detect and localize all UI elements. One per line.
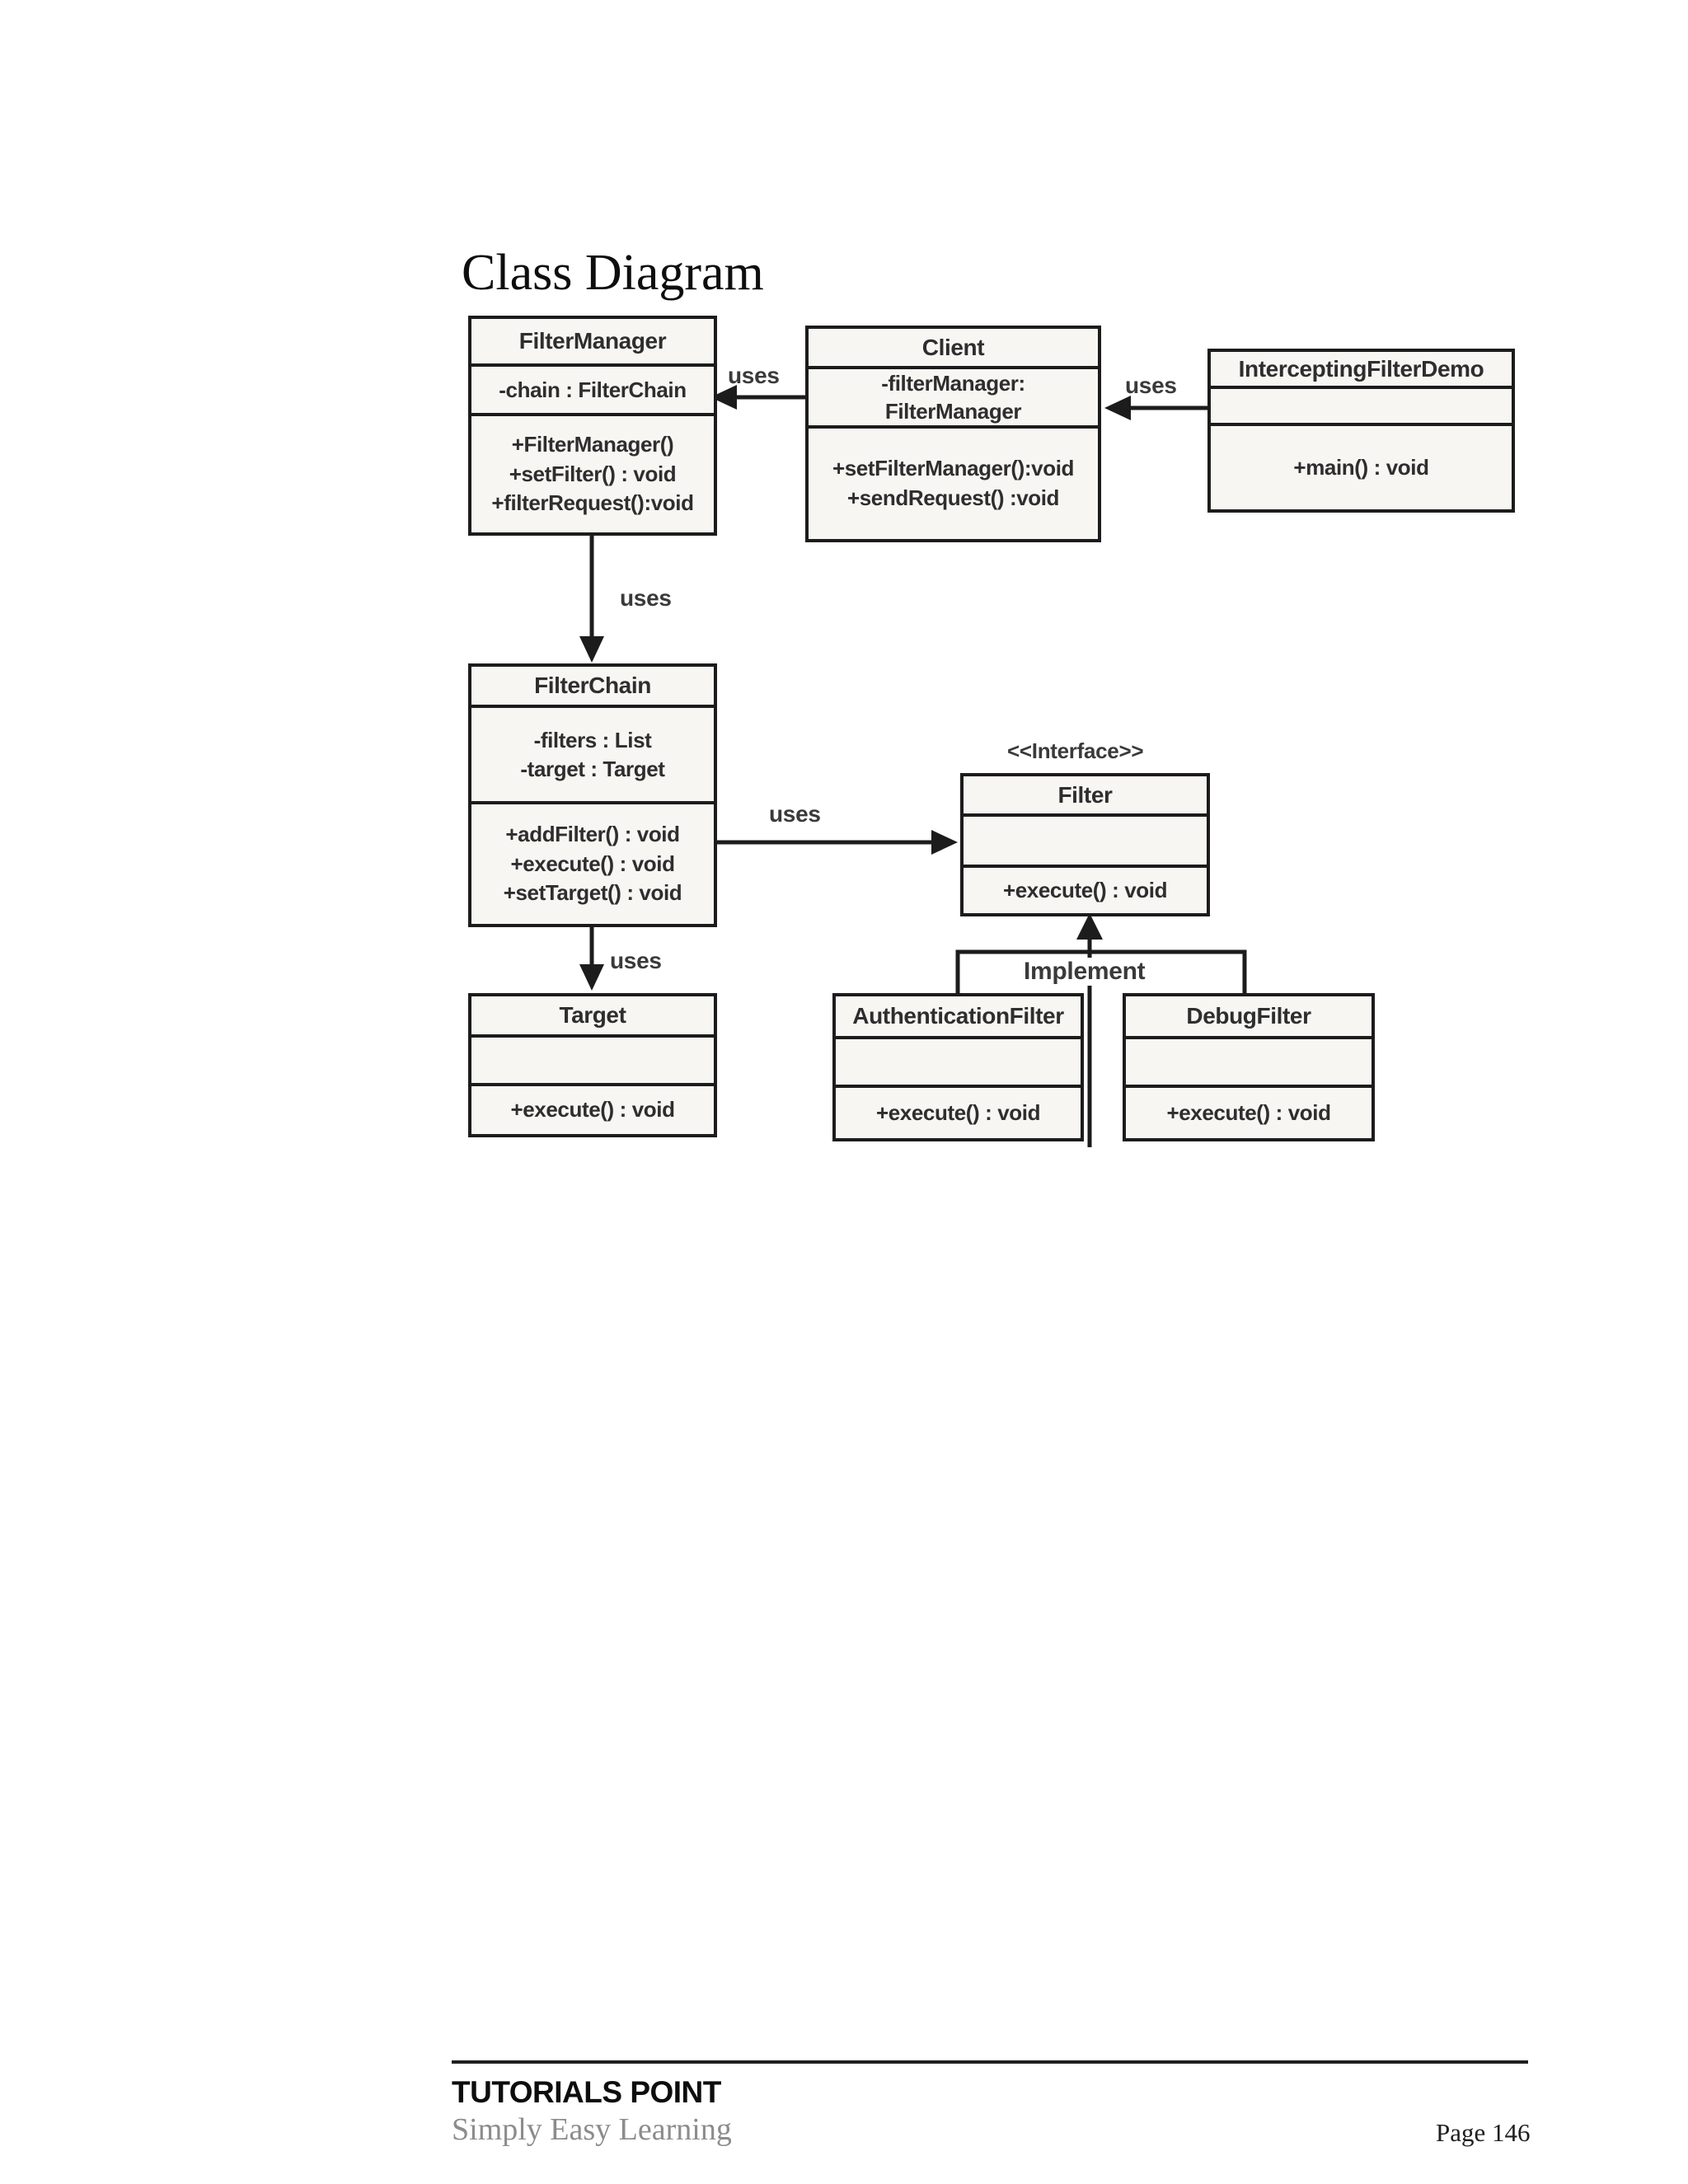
- attribute-item: -filterManager:: [881, 370, 1025, 396]
- class-name: Client: [809, 329, 1098, 369]
- interface-stereotype: <<Interface>>: [1007, 738, 1144, 763]
- uses-label-filterchain-target: uses: [610, 948, 662, 973]
- method-item: +setFilterManager():void: [832, 456, 1075, 481]
- class-box-filterchain: FilterChain -filters : List -target : Ta…: [468, 663, 717, 927]
- method-item: +main() : void: [1293, 454, 1429, 480]
- method-item: +execute() : void: [510, 851, 675, 876]
- class-box-target: Target +execute() : void: [468, 993, 717, 1137]
- class-box-filtermanager: FilterManager -chain : FilterChain +Filt…: [468, 316, 717, 536]
- arrowhead-client-filtermanager: [710, 385, 737, 410]
- connector-implement-bracket: [955, 949, 1247, 993]
- footer-tagline: Simply Easy Learning: [452, 2112, 732, 2147]
- arrowhead-filterchain-target: [579, 964, 604, 991]
- class-name: FilterChain: [471, 667, 714, 708]
- method-item: +sendRequest() :void: [846, 485, 1060, 510]
- class-box-authenticationfilter: AuthenticationFilter +execute() : void: [832, 993, 1084, 1141]
- method-item: +execute() : void: [1002, 877, 1168, 902]
- attribute-item: FilterManager: [884, 399, 1022, 424]
- arrowhead-demo-client: [1104, 396, 1131, 420]
- class-name: DebugFilter: [1126, 996, 1372, 1039]
- uses-label-filterchain-filter: uses: [769, 801, 821, 827]
- class-name: AuthenticationFilter: [836, 996, 1081, 1039]
- class-box-filter: Filter +execute() : void: [960, 773, 1210, 916]
- method-item: +setFilter() : void: [509, 461, 677, 486]
- page-title: Class Diagram: [462, 245, 764, 301]
- class-name: Target: [471, 996, 714, 1038]
- attribute-item: -chain : FilterChain: [499, 377, 687, 402]
- uses-label-demo-client: uses: [1125, 373, 1177, 398]
- class-box-interceptingfilterdemo: InterceptingFilterDemo +main() : void: [1207, 349, 1515, 513]
- attribute-item: -target : Target: [520, 756, 665, 781]
- footer-divider: [452, 2060, 1528, 2064]
- arrowhead-filtermanager-filterchain: [579, 636, 604, 663]
- class-name: FilterManager: [471, 319, 714, 367]
- uses-label-client-filtermanager: uses: [728, 363, 780, 388]
- arrowhead-implement-filter: [1076, 913, 1103, 940]
- class-name: InterceptingFilterDemo: [1211, 352, 1512, 389]
- implement-label: Implement: [1015, 958, 1154, 986]
- class-name: Filter: [964, 776, 1207, 817]
- method-item: +FilterManager(): [511, 431, 674, 457]
- method-item: +filterRequest():void: [491, 490, 694, 516]
- class-box-client: Client -filterManager: FilterManager +se…: [805, 326, 1101, 542]
- footer-page-number: Page 146: [1436, 2118, 1531, 2147]
- method-item: +addFilter() : void: [505, 821, 680, 846]
- footer-brand: TUTORIALS POINT: [452, 2075, 721, 2109]
- class-box-debugfilter: DebugFilter +execute() : void: [1123, 993, 1375, 1141]
- uses-label-filtermanager-filterchain: uses: [620, 585, 672, 611]
- arrowhead-filterchain-filter: [931, 830, 958, 855]
- method-item: +execute() : void: [875, 1099, 1041, 1125]
- method-item: +execute() : void: [510, 1097, 675, 1122]
- attribute-item: -filters : List: [533, 728, 652, 753]
- method-item: +setTarget() : void: [503, 880, 682, 906]
- method-item: +execute() : void: [1166, 1099, 1331, 1125]
